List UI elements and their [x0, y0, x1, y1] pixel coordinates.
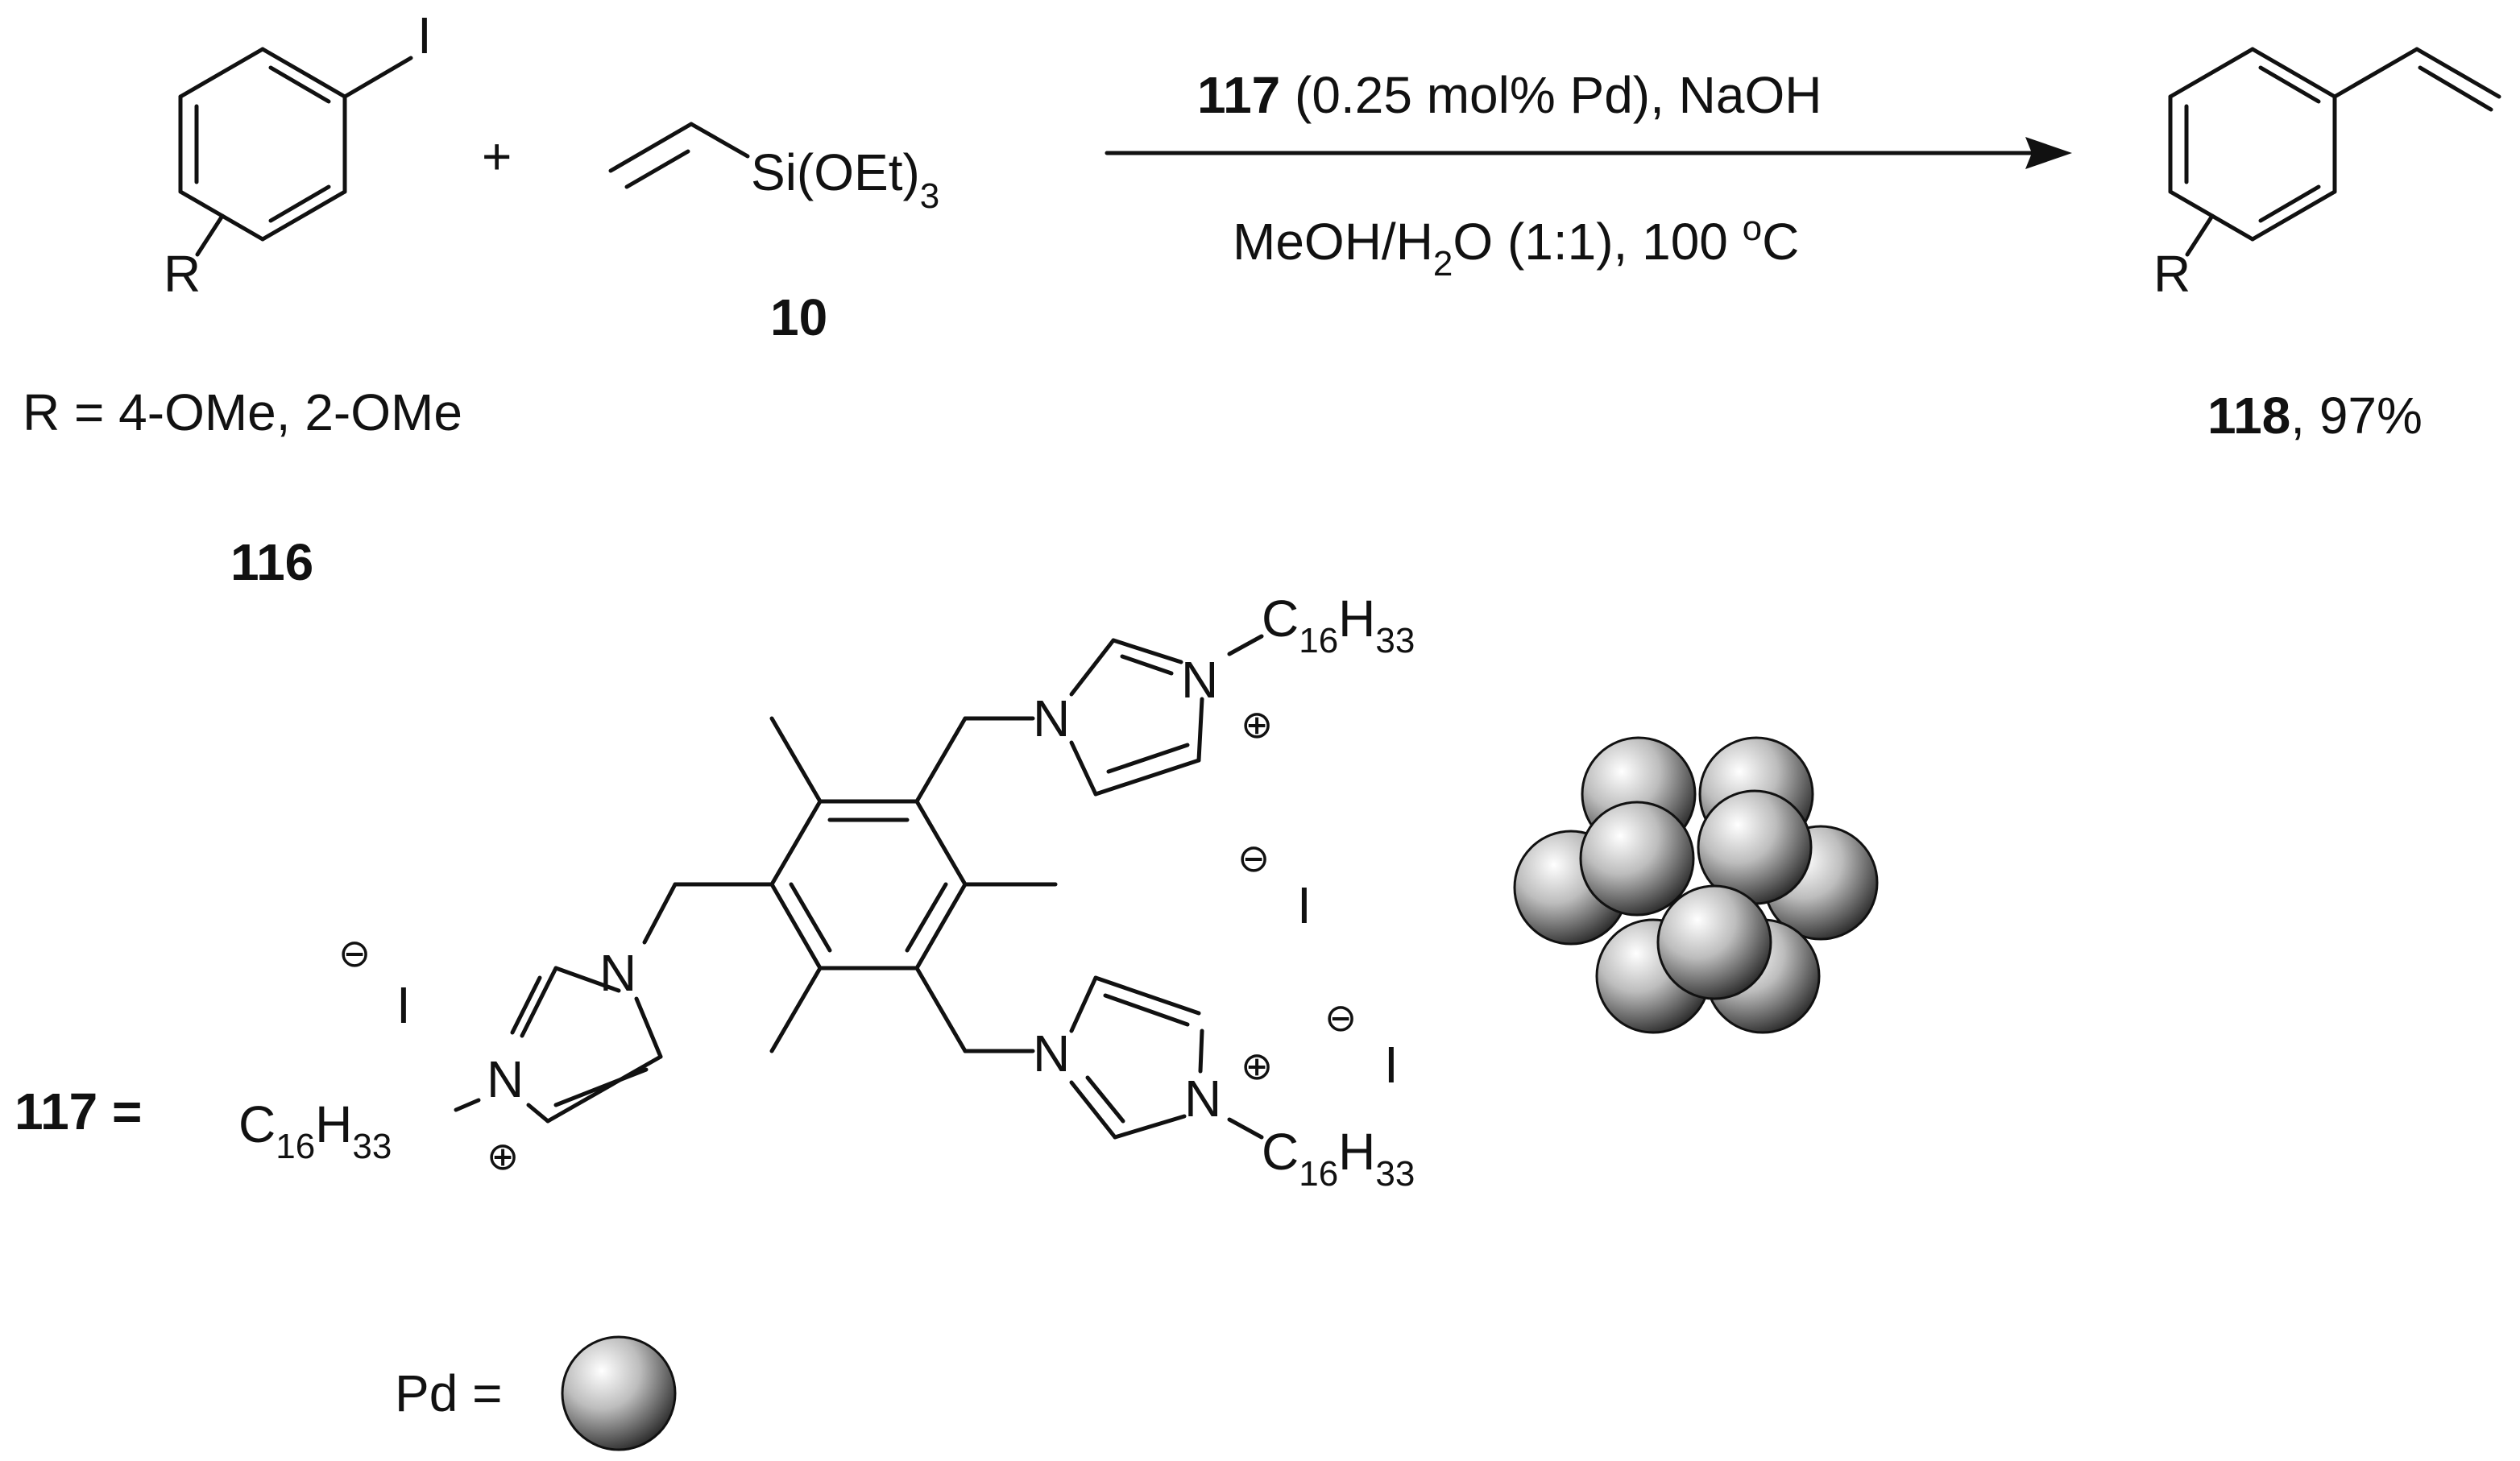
catalyst-117-label: 117 =	[15, 1082, 142, 1140]
styrene-118-structure	[2168, 47, 2501, 257]
iodine-atom: I	[417, 6, 432, 64]
iodide-counterion: I	[1297, 876, 1312, 934]
conditions-above-arrow: 117 (0.25 mol% Pd), NaOH	[1197, 66, 1822, 124]
iodide-counterion: I	[396, 976, 411, 1034]
hexadecyl-chain-label: C16H33	[238, 1095, 392, 1166]
imidazolium-n-plus-atom: N	[487, 1050, 524, 1108]
positive-charge: ⊕	[1241, 1045, 1273, 1088]
silane-formula: Si(OEt)3	[751, 143, 939, 216]
positive-charge: ⊕	[1241, 704, 1273, 747]
product-label: 118, 97%	[2207, 387, 2423, 445]
negative-charge: ⊖	[1324, 997, 1357, 1040]
imidazolium-n-plus-atom: N	[1184, 1070, 1221, 1128]
hexadecyl-chain-label: C16H33	[1262, 1123, 1415, 1194]
positive-charge: ⊕	[487, 1136, 519, 1178]
negative-charge: ⊖	[1237, 838, 1270, 880]
pd-legend-sphere	[561, 1335, 677, 1451]
pd-legend-label: Pd =	[395, 1364, 502, 1422]
iodoarene-116-structure	[178, 47, 413, 257]
imidazolium-n-atom: N	[599, 944, 636, 1002]
r-group-label: R	[164, 245, 201, 303]
imidazolium-n-plus-atom: N	[1181, 651, 1218, 709]
pd-nanocluster	[1513, 736, 1879, 1034]
conditions-below-arrow: MeOH/H2O (1:1), 100 oC	[1233, 209, 1799, 284]
pd-atom-sphere	[1579, 801, 1695, 917]
imidazolium-n-atom: N	[1033, 689, 1070, 747]
imidazolium-n-atom: N	[1033, 1024, 1070, 1082]
negative-charge: ⊖	[338, 933, 371, 975]
hexadecyl-chain-label: C16H33	[1262, 590, 1415, 660]
plus-sign: +	[482, 127, 512, 185]
compound-116-label: 116	[230, 533, 313, 591]
r-group-definition: R = 4-OMe, 2-OMe	[23, 383, 462, 441]
product-r-group-label: R	[2153, 245, 2190, 303]
pd-atom-sphere	[1656, 884, 1772, 1000]
vinylsilane-10-structure	[608, 122, 750, 189]
iodide-counterion: I	[1384, 1036, 1399, 1094]
catalyst-117-structure	[454, 634, 1264, 1140]
compound-10-label: 10	[770, 288, 827, 346]
reaction-arrow	[1105, 137, 2072, 169]
